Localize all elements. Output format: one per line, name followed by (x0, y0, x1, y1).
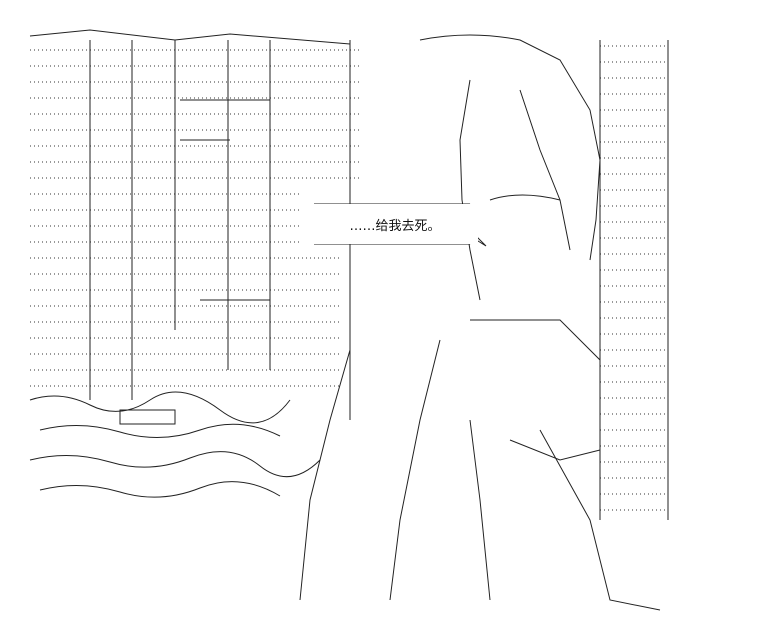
right-building-texture (599, 40, 669, 520)
speech-bubble-text: ……给我去死。 (349, 218, 441, 234)
lower-left-waves (29, 391, 321, 498)
speech-bubble: ……给我去死。 (312, 204, 478, 244)
character-figure (299, 34, 661, 611)
left-building-texture (29, 29, 360, 420)
